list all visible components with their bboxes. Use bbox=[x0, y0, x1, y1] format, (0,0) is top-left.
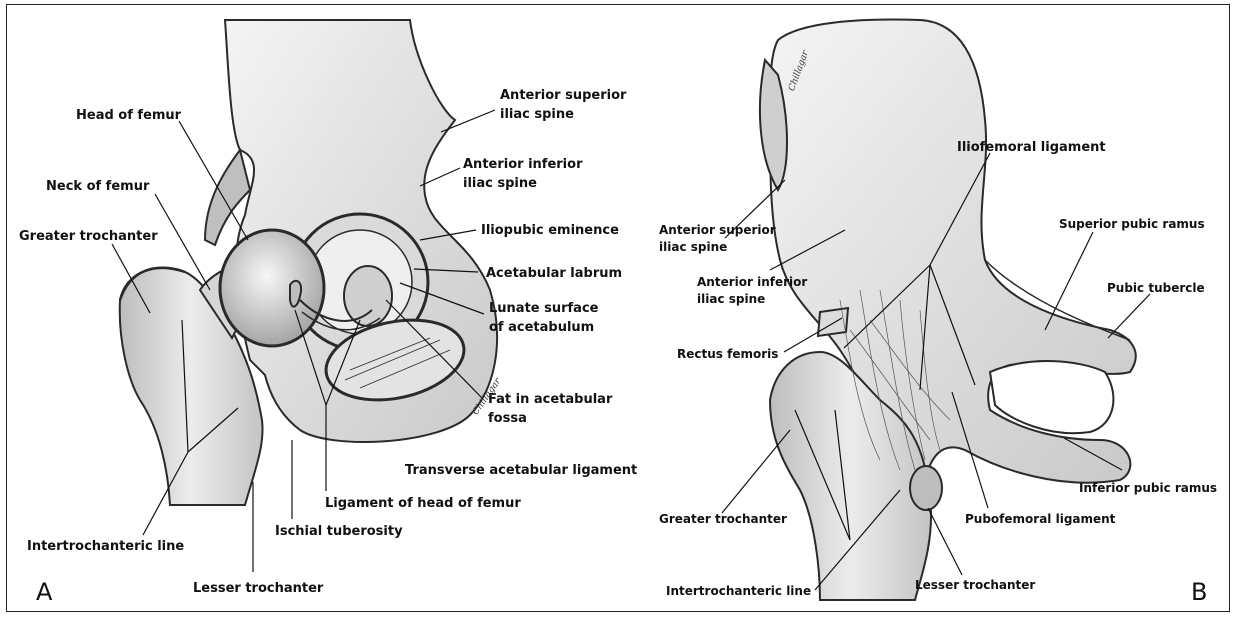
label-lesser-trochanter-a: Lesser trochanter bbox=[193, 579, 323, 598]
label-lesser-trochanter-b: Lesser trochanter bbox=[915, 577, 1035, 594]
panel-letter-b: B bbox=[1191, 578, 1207, 606]
label-line: Anterior superior bbox=[659, 222, 776, 239]
label-line: Anterior superior bbox=[500, 86, 626, 105]
label-pubofemoral-ligament: Pubofemoral ligament bbox=[965, 511, 1115, 528]
label-pubic-tubercle: Pubic tubercle bbox=[1107, 280, 1205, 297]
label-ischial-tuberosity: Ischial tuberosity bbox=[275, 522, 403, 541]
label-intertrochanteric-line-a: Intertrochanteric line bbox=[27, 537, 184, 556]
label-lunate-surface: Lunate surface of acetabulum bbox=[489, 299, 598, 337]
panel-a-drawing bbox=[120, 20, 497, 505]
label-anterior-superior-iliac-spine-a: Anterior superior iliac spine bbox=[500, 86, 626, 124]
label-anterior-inferior-iliac-spine-b: Anterior inferior iliac spine bbox=[697, 274, 807, 308]
label-ligament-of-head-of-femur: Ligament of head of femur bbox=[325, 494, 521, 513]
label-iliofemoral-ligament: Iliofemoral ligament bbox=[957, 138, 1106, 157]
label-head-of-femur: Head of femur bbox=[76, 106, 181, 125]
label-intertrochanteric-line-b: Intertrochanteric line bbox=[666, 583, 811, 600]
label-anterior-superior-iliac-spine-b: Anterior superior iliac spine bbox=[659, 222, 776, 256]
label-superior-pubic-ramus: Superior pubic ramus bbox=[1059, 216, 1205, 233]
label-line: Anterior inferior bbox=[697, 274, 807, 291]
label-fat-in-acetabular-fossa: Fat in acetabular fossa bbox=[488, 390, 612, 428]
label-greater-trochanter-a: Greater trochanter bbox=[19, 227, 158, 246]
label-neck-of-femur: Neck of femur bbox=[46, 177, 149, 196]
label-line: Anterior inferior bbox=[463, 155, 582, 174]
label-line: iliac spine bbox=[500, 105, 626, 124]
label-anterior-inferior-iliac-spine-a: Anterior inferior iliac spine bbox=[463, 155, 582, 193]
label-line: of acetabulum bbox=[489, 318, 598, 337]
label-line: iliac spine bbox=[697, 291, 807, 308]
label-greater-trochanter-b: Greater trochanter bbox=[659, 511, 787, 528]
label-inferior-pubic-ramus: Inferior pubic ramus bbox=[1079, 480, 1217, 497]
label-line: Lunate surface bbox=[489, 299, 598, 318]
label-transverse-acetabular-ligament: Transverse acetabular ligament bbox=[405, 461, 637, 480]
label-line: Fat in acetabular bbox=[488, 390, 612, 409]
label-line: iliac spine bbox=[463, 174, 582, 193]
label-line: fossa bbox=[488, 409, 612, 428]
label-iliopubic-eminence: Iliopubic eminence bbox=[481, 221, 619, 240]
label-line: iliac spine bbox=[659, 239, 776, 256]
label-acetabular-labrum: Acetabular labrum bbox=[486, 264, 622, 283]
panel-letter-a: A bbox=[36, 578, 52, 606]
label-rectus-femoris: Rectus femoris bbox=[677, 346, 778, 363]
